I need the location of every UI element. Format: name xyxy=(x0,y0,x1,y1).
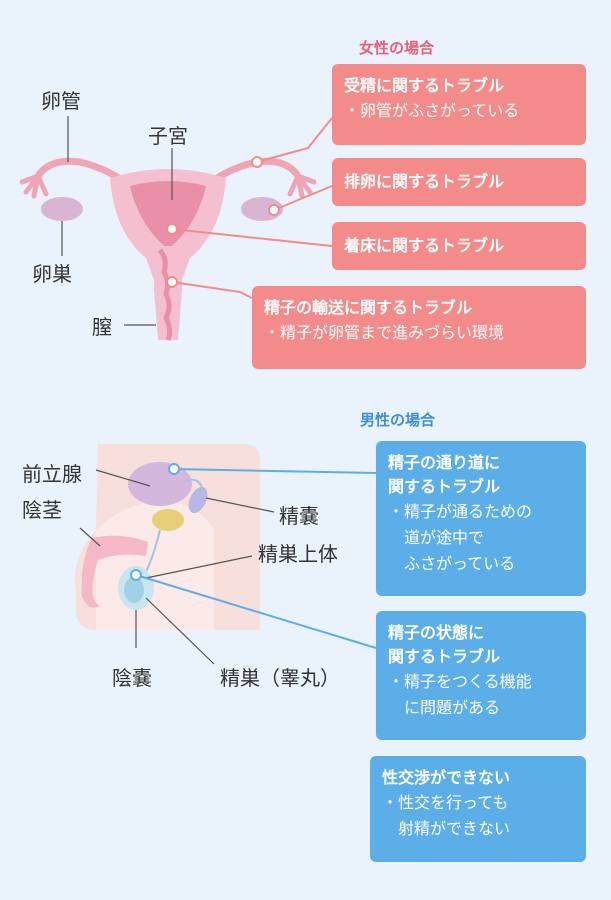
label-oviduct: 卵管 xyxy=(41,89,81,113)
sperm-transport-trouble-box: 精子の輸送に関するトラブル ・精子が卵管まで進みづらい環境 xyxy=(252,286,586,369)
label-penis: 陰茎 xyxy=(22,498,62,522)
ovulation-trouble-box: 排卵に関するトラブル xyxy=(332,158,586,206)
box-title: 精子の輸送に関するトラブル xyxy=(264,298,473,317)
box-title: 排卵に関するトラブル xyxy=(344,172,505,191)
box-title: 着床に関するトラブル xyxy=(344,236,505,255)
female-illustration xyxy=(19,157,317,341)
sperm-pathway-trouble-box: 精子の通り道に 関するトラブル ・精子が通るための 道が途中で ふさがっている xyxy=(376,441,586,596)
female-section-heading: 女性の場合 xyxy=(359,39,435,57)
implantation-trouble-box: 着床に関するトラブル xyxy=(332,222,586,270)
label-prostate: 前立腺 xyxy=(22,462,82,486)
box-title: 精子の通り道に 関するトラブル xyxy=(388,453,501,496)
box-detail: ・性交を行っても 射精ができない xyxy=(382,793,511,838)
label-scrotum: 陰嚢 xyxy=(112,666,152,690)
box-title: 性交渉ができない xyxy=(382,768,511,787)
box-title: 受精に関するトラブル xyxy=(344,76,505,95)
label-seminal-vesicle: 精嚢 xyxy=(279,504,319,528)
label-testis: 精巣（睾丸） xyxy=(220,666,340,690)
male-section-heading: 男性の場合 xyxy=(360,411,436,429)
box-title: 精子の状態に 関するトラブル xyxy=(388,623,501,666)
box-detail: ・精子をつくる機能 に問題がある xyxy=(388,672,532,717)
box-detail: ・卵管がふさがっている xyxy=(344,101,520,120)
male-illustration xyxy=(74,444,260,630)
intercourse-trouble-box: 性交渉ができない ・性交を行っても 射精ができない xyxy=(370,756,586,862)
label-uterus: 子宮 xyxy=(148,124,188,148)
label-epididymis: 精巣上体 xyxy=(258,542,338,566)
sperm-condition-trouble-box: 精子の状態に 関するトラブル ・精子をつくる機能 に問題がある xyxy=(376,611,586,740)
box-detail: ・精子が通るための 道が途中で ふさがっている xyxy=(388,502,533,573)
label-vagina: 膣 xyxy=(92,315,112,339)
box-detail: ・精子が卵管まで進みづらい環境 xyxy=(264,323,505,342)
fertilization-trouble-box: 受精に関するトラブル ・卵管がふさがっている xyxy=(332,64,586,145)
label-ovary: 卵巣 xyxy=(32,262,72,286)
